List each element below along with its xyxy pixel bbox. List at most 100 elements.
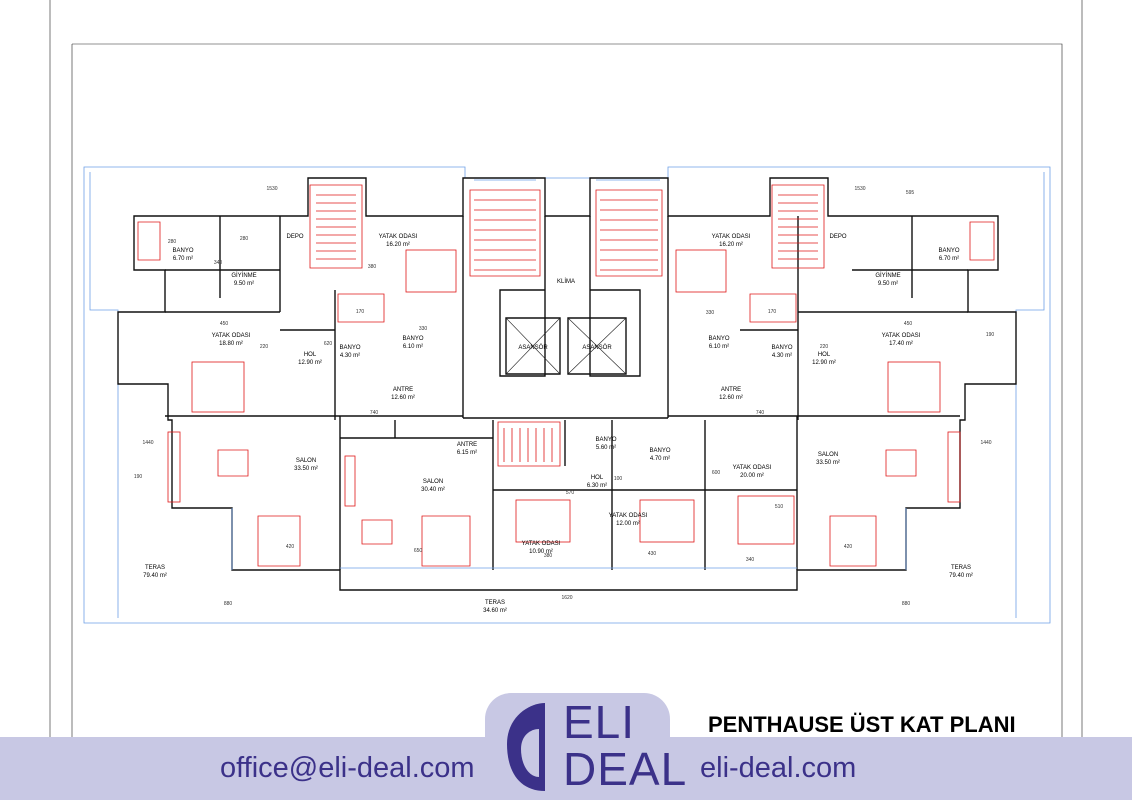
- room-yo-left1-name: YATAK ODASI: [379, 234, 418, 240]
- dim-420-right: 420: [844, 544, 853, 550]
- room-antre-right-name: ANTRE: [721, 387, 741, 393]
- room-banyo-right3-name: BANYO: [708, 336, 729, 342]
- elevator-shafts: [505, 317, 627, 375]
- room-hol-right-name: HOL: [818, 352, 831, 358]
- dim-880-right: 880: [902, 601, 911, 607]
- dim-595: 595: [906, 190, 915, 196]
- dim-340-center: 340: [746, 557, 755, 563]
- dim-170-right: 170: [768, 309, 777, 315]
- dim-170-left: 170: [356, 309, 365, 315]
- dim-740-right: 740: [756, 410, 765, 416]
- room-yo-left2-area: 18.80 m²: [219, 341, 243, 347]
- room-yo-left2-name: YATAK ODASI: [212, 333, 251, 339]
- dim-450-left: 450: [220, 321, 229, 327]
- room-banyo-right3-area: 6.10 m²: [709, 344, 729, 350]
- room-banyo-left2-area: 4.30 m²: [340, 353, 360, 359]
- room-antre-left-area: 12.60 m²: [391, 395, 415, 401]
- logo-text-eli: ELI: [563, 696, 636, 748]
- dim-510: 510: [775, 504, 784, 510]
- footer-email[interactable]: office@eli-deal.com: [220, 752, 475, 784]
- room-banyo-center1-area: 5.60 m²: [596, 445, 616, 451]
- room-giyinme-left-area: 9.50 m²: [234, 281, 254, 287]
- room-salon-center-name: SALON: [423, 479, 443, 485]
- room-salon-left-name: SALON: [296, 458, 316, 464]
- dim-330-left: 330: [419, 326, 428, 332]
- logo-text-deal: DEAL: [563, 743, 688, 795]
- room-banyo-right-area: 6.70 m²: [939, 256, 959, 262]
- room-yo-center1-name: YATAK ODASI: [522, 541, 561, 547]
- dim-1530-right: 1530: [854, 186, 865, 192]
- room-banyo-center2-name: BANYO: [649, 448, 670, 454]
- room-teras-center-area: 34.60 m²: [483, 608, 507, 614]
- room-teras-left-area: 79.40 m²: [143, 573, 167, 579]
- room-giyinme-right-name: GİYİNME: [875, 272, 900, 279]
- plan-title: PENTHAUSE ÜST KAT PLANI: [708, 712, 1016, 737]
- dim-380-left: 380: [368, 264, 377, 270]
- room-giyinme-left-name: GİYİNME: [231, 272, 256, 279]
- room-banyo-right2-name: BANYO: [771, 345, 792, 351]
- room-banyo-right-name: BANYO: [938, 248, 959, 254]
- footer-website[interactable]: eli-deal.com: [700, 752, 857, 784]
- logo-box: [485, 693, 670, 800]
- dim-420-left: 420: [286, 544, 295, 550]
- room-hol-left-area: 12.90 m²: [298, 360, 322, 366]
- room-asansor-1: ASANSÖR: [518, 344, 548, 351]
- room-banyo-left-name: BANYO: [172, 248, 193, 254]
- dim-190-right: 190: [986, 332, 995, 338]
- interior-walls: [165, 216, 968, 570]
- room-hol-center-area: 6.30 m²: [587, 483, 607, 489]
- room-antre-left-name: ANTRE: [393, 387, 413, 393]
- room-yo-center3-area: 20.00 m²: [740, 473, 764, 479]
- room-depo-left: DEPO: [286, 234, 303, 240]
- room-banyo-left2-name: BANYO: [339, 345, 360, 351]
- room-teras-left-name: TERAS: [145, 565, 165, 571]
- room-yo-center3-name: YATAK ODASI: [733, 465, 772, 471]
- dim-380-center: 380: [544, 553, 553, 559]
- dim-1620: 1620: [561, 595, 572, 601]
- dim-600: 600: [712, 470, 721, 476]
- room-yo-right1-name: YATAK ODASI: [712, 234, 751, 240]
- room-teras-right-area: 79.40 m²: [949, 573, 973, 579]
- room-banyo-center2-area: 4.70 m²: [650, 456, 670, 462]
- dim-280-left: 280: [168, 239, 177, 245]
- dim-740-left: 740: [370, 410, 379, 416]
- room-yo-right2-name: YATAK ODASI: [882, 333, 921, 339]
- logo-mark-icon: [507, 703, 545, 791]
- dim-620: 620: [324, 341, 333, 347]
- room-teras-right-name: TERAS: [951, 565, 971, 571]
- room-asansor-2: ASANSÖR: [582, 344, 612, 351]
- room-depo-right: DEPO: [829, 234, 846, 240]
- room-banyo-center1-name: BANYO: [595, 437, 616, 443]
- building-outline: [117, 177, 1017, 591]
- furniture: [137, 221, 995, 567]
- sheet-frame: [49, 0, 1083, 800]
- room-banyo-left-area: 6.70 m²: [173, 256, 193, 262]
- room-banyo-left3-area: 6.10 m²: [403, 344, 423, 350]
- room-salon-right-area: 33.50 m²: [816, 460, 840, 466]
- dim-450-right: 450: [904, 321, 913, 327]
- dim-430: 430: [648, 551, 657, 557]
- window-frames: [231, 179, 907, 570]
- room-antre-right-area: 12.60 m²: [719, 395, 743, 401]
- room-salon-left-area: 33.50 m²: [294, 466, 318, 472]
- room-yo-center2-area: 12.00 m²: [616, 521, 640, 527]
- dim-570: 570: [566, 490, 575, 496]
- room-klima: KLİMA: [557, 278, 575, 285]
- room-salon-right-name: SALON: [818, 452, 838, 458]
- room-yo-center1-area: 10.90 m²: [529, 549, 553, 555]
- dim-880-left: 880: [224, 601, 233, 607]
- room-antre-center-area: 6.15 m²: [457, 450, 477, 456]
- room-banyo-left3-name: BANYO: [402, 336, 423, 342]
- dimension-labels: 1530 1530 595 280 280 340 450 450 620 33…: [134, 186, 995, 607]
- dim-220-left: 220: [260, 344, 269, 350]
- dim-100: 100: [614, 476, 623, 482]
- room-yo-center2-name: YATAK ODASI: [609, 513, 648, 519]
- terrace-boundary: [83, 166, 1051, 624]
- dim-340: 340: [214, 260, 223, 266]
- dim-1530-left: 1530: [266, 186, 277, 192]
- dim-190-left: 190: [134, 474, 143, 480]
- room-hol-center-name: HOL: [591, 475, 604, 481]
- room-hol-left-name: HOL: [304, 352, 317, 358]
- room-yo-left1-area: 16.20 m²: [386, 242, 410, 248]
